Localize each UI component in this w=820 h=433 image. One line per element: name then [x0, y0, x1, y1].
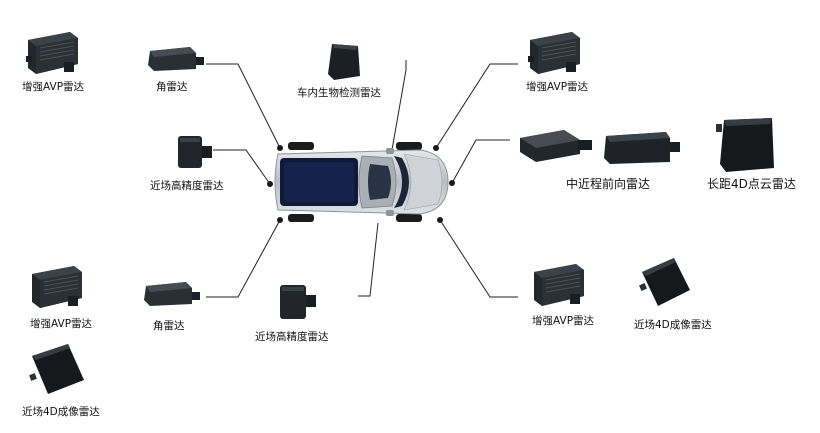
label-in-cabin: 车内生物检测雷达	[297, 87, 381, 99]
line-corner-top	[206, 63, 281, 149]
dot-corner-top	[277, 145, 283, 151]
label-long-range-4d: 长距4D点云雷达	[707, 177, 796, 191]
dot-corner-bottom	[277, 217, 283, 223]
near-4d-radar-icon	[639, 258, 690, 306]
label-near-4d-bottom-right: 近场4D成像雷达	[634, 319, 712, 331]
mid-range-radar-icon	[520, 130, 592, 162]
line-near-hd-bottom	[358, 222, 379, 297]
label-avp-bottom-right: 增强AVP雷达	[532, 315, 595, 327]
corner-radar-icon	[148, 47, 204, 71]
label-near-4d-bottom-left: 近场4D成像雷达	[22, 406, 100, 418]
mid-range-radar-icon	[604, 132, 680, 164]
car-top-view-icon	[274, 142, 449, 222]
label-near-hd-left: 近场高精度雷达	[150, 180, 224, 192]
line-corner-bottom	[206, 219, 281, 298]
line-in-cabin	[385, 60, 407, 185]
in-cabin-radar-icon	[328, 44, 360, 80]
line-near-hd-left	[213, 149, 271, 185]
dot-mid-range	[449, 180, 455, 186]
dot-near-hd	[267, 181, 273, 187]
label-corner-bottom: 角雷达	[153, 320, 185, 332]
near-field-radar-icon	[178, 136, 212, 168]
line-mid-range	[451, 139, 510, 184]
label-avp-top-left: 增强AVP雷达	[22, 81, 85, 93]
dot-avp-bottom-right	[437, 217, 443, 223]
avp-radar-icon	[26, 32, 78, 74]
label-corner-top: 角雷达	[156, 81, 188, 93]
near-field-radar-icon	[280, 285, 316, 319]
label-avp-bottom-left: 增强AVP雷达	[30, 318, 93, 330]
line-avp-bottom-right	[439, 219, 518, 298]
label-mid-range-front: 中近程前向雷达	[566, 177, 651, 191]
avp-radar-icon	[534, 264, 584, 306]
dot-avp-top-right	[433, 145, 439, 151]
label-near-hd-bottom: 近场高精度雷达	[255, 331, 329, 343]
avp-radar-icon	[32, 266, 82, 308]
avp-radar-icon	[528, 32, 580, 74]
label-avp-top-right: 增强AVP雷达	[526, 81, 589, 93]
line-avp-top-right	[435, 63, 518, 149]
corner-radar-icon	[144, 282, 200, 306]
long-range-4d-radar-icon	[716, 118, 774, 172]
near-4d-radar-icon	[29, 344, 84, 394]
